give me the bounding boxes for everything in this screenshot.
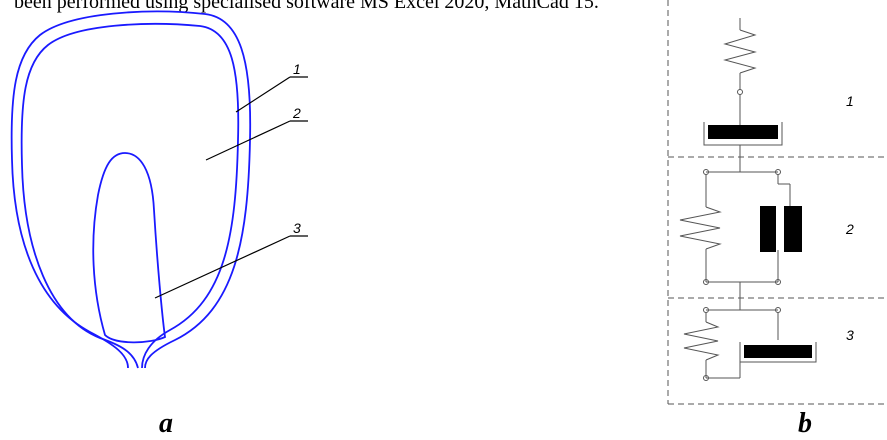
- leader-line-2: [205, 120, 291, 161]
- outer-layer-outline: [10, 10, 252, 369]
- dashpot-2-piston-left: [760, 206, 776, 252]
- panel-b-letter: b: [798, 408, 812, 439]
- section-label-1: 1: [846, 93, 854, 109]
- leader-line-1: [235, 76, 291, 113]
- leader-line-3: [154, 235, 291, 299]
- spring-3: [683, 321, 720, 361]
- label-2: 2: [292, 105, 301, 121]
- panel-a-letter: a: [159, 408, 173, 439]
- dashpot-2-piston-right: [784, 206, 802, 252]
- node: [737, 89, 743, 95]
- dashpot-1-piston: [708, 125, 778, 139]
- paragraph-text-fragment: been performed using specialised softwar…: [14, 0, 599, 13]
- section-label-3: 3: [846, 327, 854, 343]
- dashpot-3-piston: [744, 345, 812, 358]
- dashpot-1-cylinder: [703, 122, 783, 146]
- seed-outline: [92, 152, 166, 344]
- dashpot-3-cylinder: [739, 342, 817, 363]
- spring-1: [723, 29, 757, 74]
- inner-layer-outline: [20, 23, 240, 369]
- figure-panel-b: 1 2 3: [667, 0, 887, 405]
- label-3: 3: [293, 220, 301, 236]
- section-label-2: 2: [845, 221, 854, 237]
- spring-2: [679, 206, 722, 250]
- label-1: 1: [293, 61, 301, 77]
- figure-panel-a: 1 2 3: [10, 10, 308, 369]
